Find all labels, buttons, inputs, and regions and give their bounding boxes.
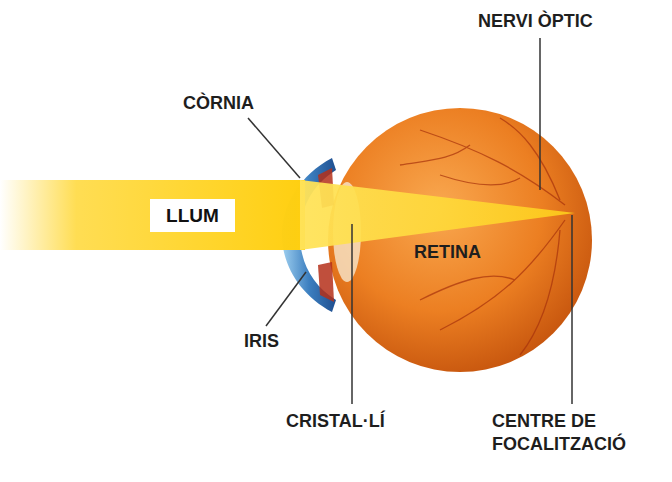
iris-shape (318, 262, 334, 302)
leader-lines (248, 38, 572, 404)
part-label: CÒRNIA (183, 92, 303, 115)
part-label: CRISTAL·LÍ (286, 410, 426, 433)
part-label: NERVI ÒPTIC (478, 10, 668, 33)
part-label: IRIS (244, 330, 324, 353)
label-box: LLUM (150, 199, 235, 232)
part-label: CENTRE DE FOCALITZACIÓ (492, 410, 642, 455)
box-text: LLUM (166, 205, 219, 227)
part-label: RETINA (414, 241, 514, 264)
light-beam (0, 180, 305, 250)
light-cone (300, 180, 575, 250)
